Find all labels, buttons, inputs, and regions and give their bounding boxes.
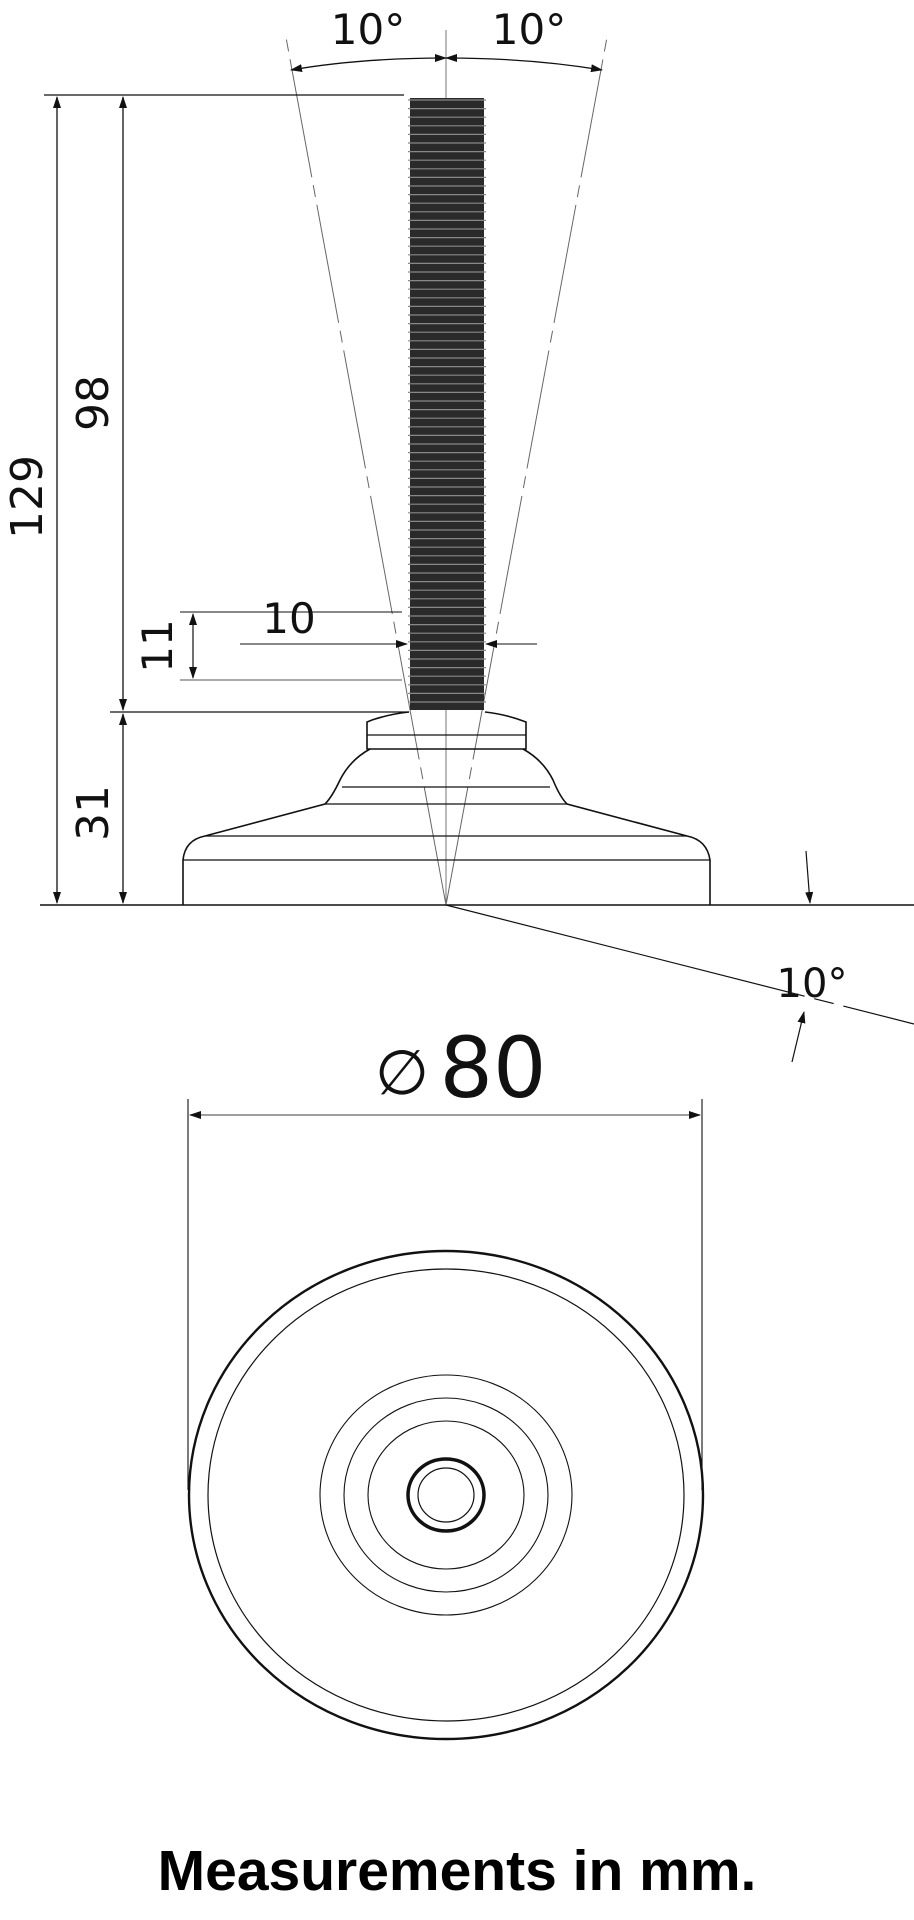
dim-129-label: 129	[2, 455, 53, 539]
dim-98-label: 98	[68, 375, 119, 431]
angle-arc-left	[290, 54, 447, 73]
dim-31-label: 31	[68, 785, 119, 841]
collar-circle	[367, 1420, 525, 1570]
side-view: 10° 10° 129 98 31 11 10	[2, 5, 914, 1063]
inner-rim-circle	[207, 1268, 685, 1722]
tilt-arrow-bottom	[791, 1011, 806, 1063]
tilt-line	[445, 904, 914, 1025]
diameter-symbol: ∅	[375, 1036, 429, 1109]
base-circles	[187, 1249, 705, 1741]
angle-arc-right	[445, 54, 603, 73]
tilt-arrow-top	[805, 850, 814, 904]
measurement-caption: Measurements in mm.	[157, 1839, 757, 1903]
stud-inner-circle	[417, 1467, 475, 1523]
angle-right-label: 10°	[492, 5, 566, 54]
rod-body	[410, 98, 484, 710]
dia-80-label: 80	[440, 1019, 547, 1117]
tilt-angle-label: 10°	[777, 961, 848, 1007]
stud-outer-circle	[406, 1457, 486, 1533]
leveling-foot-base	[182, 711, 711, 905]
dim-11-label: 11	[133, 619, 182, 672]
cap-circle	[343, 1397, 549, 1593]
top-view: ∅ 80	[187, 1019, 705, 1741]
angle-left-label: 10°	[331, 5, 405, 54]
outer-circle	[187, 1249, 705, 1741]
dome-circle	[319, 1374, 573, 1616]
threaded-rod	[408, 98, 486, 710]
dim-10-label: 10	[262, 594, 315, 643]
